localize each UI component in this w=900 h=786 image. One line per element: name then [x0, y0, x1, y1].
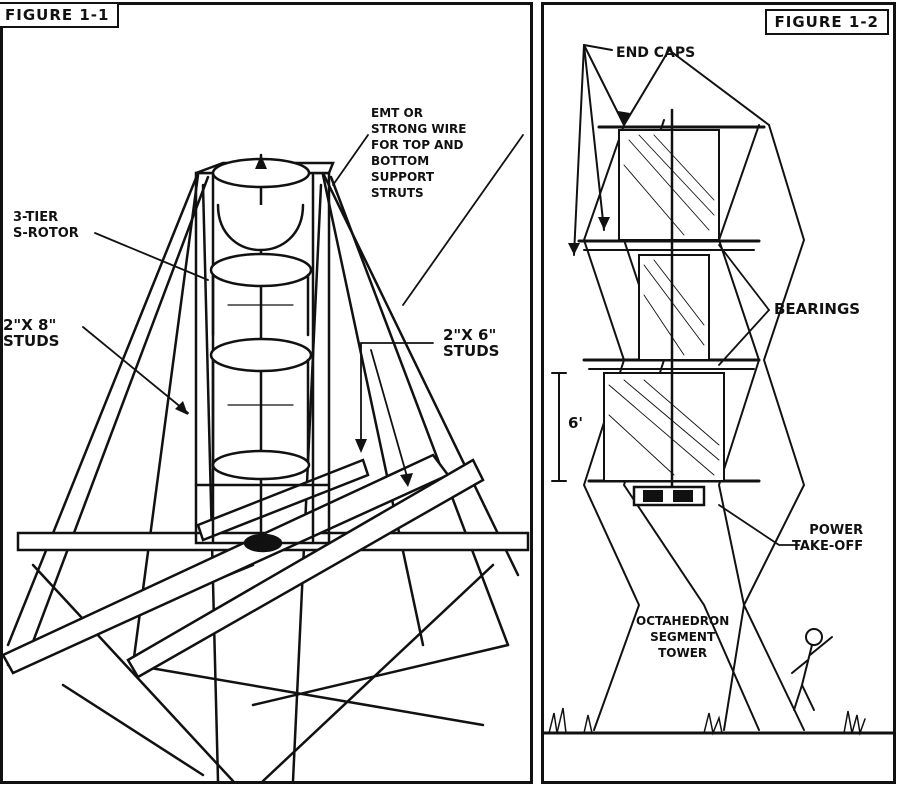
s-rotor-label: 3-TIER S-ROTOR	[13, 210, 79, 241]
dimension-label: 6'	[568, 414, 584, 432]
windmill-tower-drawing	[3, 134, 530, 781]
figure-1-2-panel: FIGURE 1-2 END CAPS BEARINGS 6' POWER TA…	[541, 2, 896, 784]
octahedron-tower-drawing	[544, 44, 893, 736]
bearings-label: BEARINGS	[774, 300, 861, 318]
power-take-off-label: POWER TAKE-OFF	[792, 523, 864, 554]
studs-2x8-label: 2"X 8" STUDS	[3, 316, 60, 350]
figure-1-1-panel: FIGURE 1-1 EMT OR STRONG WIRE FOR TOP AN…	[0, 2, 533, 784]
end-caps-label: END CAPS	[616, 45, 696, 61]
emt-struts-label: EMT OR STRONG WIRE FOR TOP AND BOTTOM SU…	[371, 106, 467, 200]
figure-1-1-title: FIGURE 1-1	[0, 2, 120, 28]
studs-2x6-label: 2"X 6" STUDS	[443, 326, 500, 360]
figure-1-2-title: FIGURE 1-2	[764, 9, 889, 35]
tower-label: OCTAHEDRON SEGMENT TOWER	[636, 614, 730, 660]
